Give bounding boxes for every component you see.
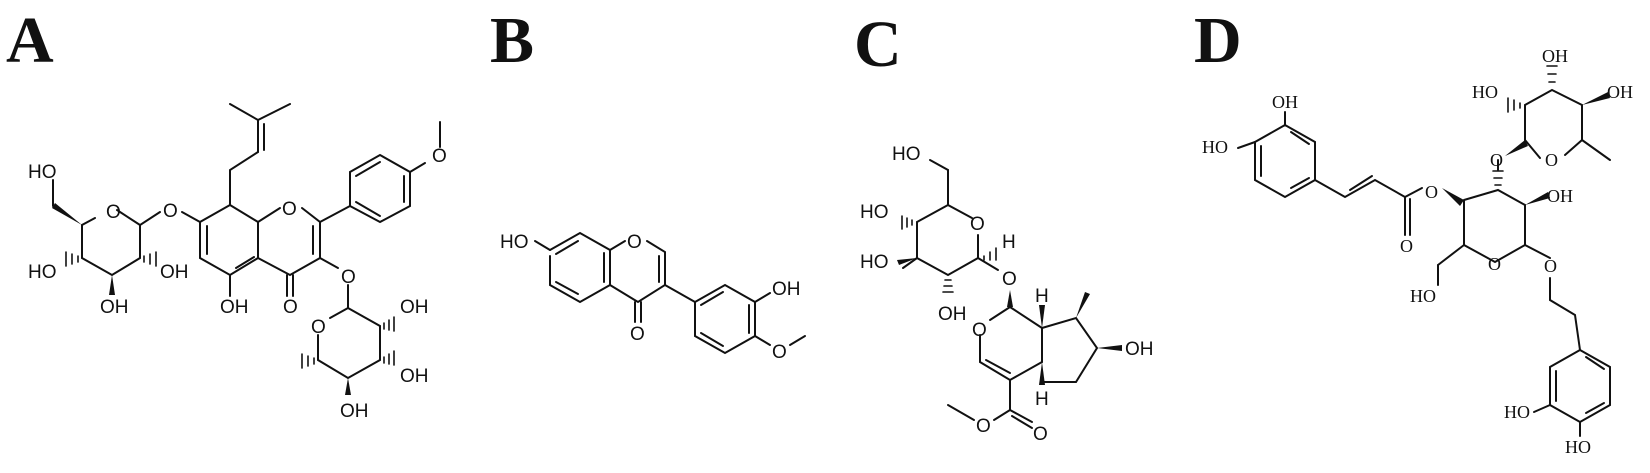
- atom-oh: OH: [340, 401, 369, 422]
- atom-h: H: [1035, 389, 1049, 410]
- atom-oh: OH: [772, 279, 801, 300]
- atom-o: O: [106, 202, 121, 223]
- panel-b: B HO O O OH O: [460, 0, 806, 473]
- atom-o: O: [976, 416, 991, 437]
- atom-o: O: [163, 201, 178, 222]
- atom-o: O: [1490, 150, 1503, 170]
- atom-oh: OH: [400, 366, 429, 387]
- atom-o: O: [283, 297, 298, 318]
- atom-ho: HO: [500, 232, 529, 253]
- atom-oh: OH: [1542, 46, 1568, 66]
- structure-a: O HO O O O HO OH OH OH O O OH O OH OH: [28, 103, 447, 422]
- panel-label-b: B: [490, 4, 535, 77]
- atom-oh: OH: [400, 297, 429, 318]
- atom-oh: OH: [160, 262, 189, 283]
- atom-o: O: [1545, 150, 1558, 170]
- hash-bonds: [301, 316, 395, 369]
- atom-o: O: [432, 146, 447, 167]
- atom-h: H: [1035, 286, 1049, 307]
- atom-o: O: [627, 232, 642, 253]
- atom-ho: HO: [28, 162, 57, 183]
- atom-o: O: [1033, 424, 1048, 445]
- structure-d: OH HO O O OH HO OH O O OH O O HO HO HO: [1202, 46, 1633, 457]
- panel-a: A: [0, 0, 460, 473]
- atom-o: O: [1425, 182, 1438, 202]
- atom-ho: HO: [28, 262, 57, 283]
- atom-ho: HO: [892, 144, 921, 165]
- atom-ho: HO: [860, 202, 889, 223]
- panel-c: C: [800, 0, 1154, 473]
- atom-oh: OH: [1272, 92, 1298, 112]
- atom-ho: HO: [860, 252, 889, 273]
- atom-o: O: [282, 199, 297, 220]
- atom-o: O: [972, 320, 987, 341]
- atom-oh: OH: [100, 297, 129, 318]
- panel-label-a: A: [6, 4, 54, 77]
- structure-b: HO O O OH O: [500, 231, 806, 363]
- panel-label-d: D: [1194, 4, 1242, 77]
- atom-oh: OH: [1607, 82, 1633, 102]
- atom-oh: OH: [938, 304, 967, 325]
- panel-label-c: C: [854, 8, 902, 81]
- atom-ho: HO: [1504, 402, 1530, 422]
- atom-h: H: [1002, 232, 1016, 253]
- atom-o: O: [311, 317, 326, 338]
- atom-o: O: [630, 324, 645, 345]
- atom-ho: HO: [1202, 137, 1228, 157]
- atom-ho: HO: [1410, 286, 1436, 306]
- atom-oh: OH: [1125, 339, 1154, 360]
- panel-d: D: [1120, 0, 1650, 473]
- atom-o: O: [1400, 236, 1413, 256]
- atom-o: O: [772, 342, 787, 363]
- atom-oh: OH: [1547, 186, 1573, 206]
- atom-oh: OH: [220, 297, 249, 318]
- atom-o: O: [1544, 256, 1557, 276]
- atom-o: O: [970, 214, 985, 235]
- structure-c: HO HO O H HO O OH H O OH H O O: [860, 144, 1154, 445]
- atom-ho: HO: [1472, 82, 1498, 102]
- atom-ho: HO: [1565, 437, 1591, 457]
- atom-o: O: [1488, 254, 1501, 274]
- atom-o: O: [341, 267, 356, 288]
- atom-o: O: [1002, 269, 1017, 290]
